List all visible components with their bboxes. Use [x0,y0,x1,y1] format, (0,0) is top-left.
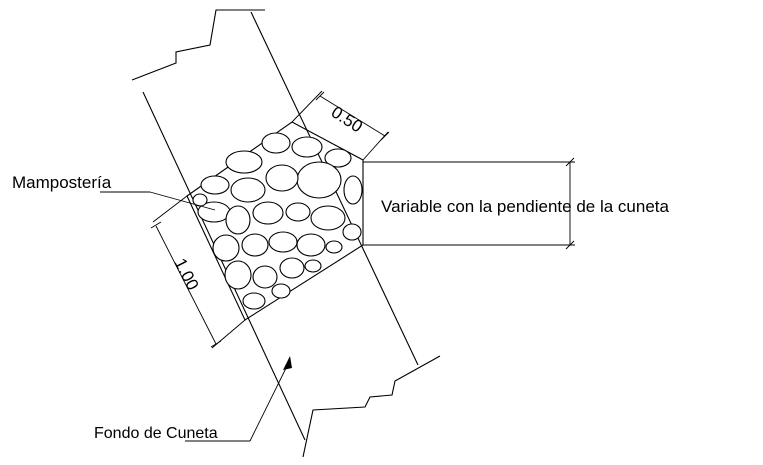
stone [225,205,251,235]
variable-tick-top [565,157,575,167]
stone [279,257,305,279]
ditch-bottom-label: Fondo de Cuneta [94,425,218,442]
dimension-width-tick [315,91,325,101]
stone [224,260,252,290]
stone [241,233,269,257]
stone [230,177,266,203]
stone [343,175,363,205]
top-break-line [131,9,265,81]
stone [285,202,311,222]
stone [310,205,346,231]
dimension-depth-label: 1.00 [170,255,202,293]
stone [296,161,342,199]
bottom-break-line [302,355,441,458]
stone [268,231,298,253]
stone [252,265,278,289]
stone [325,240,343,254]
dimension-depth-tick [210,340,222,348]
dimension-width-tick [380,131,390,141]
masonry-stones [192,132,363,310]
dimension-width-ext-left [291,90,323,123]
dimension-depth-line [155,225,217,345]
masonry-callout: Mampostería [12,173,216,211]
stone [342,223,362,241]
stone [296,233,326,257]
stone [225,150,263,174]
stone [291,136,323,158]
variable-slope-label: Variable con la pendiente de la cuneta [381,197,669,216]
variable-tick-bottom [565,240,575,250]
stone [212,234,240,262]
ditch-bottom-arrowhead [283,356,292,370]
left-section-line [142,91,306,441]
stone [261,132,291,154]
stone [242,292,266,310]
masonry-label: Mampostería [12,173,112,192]
ditch-bottom-leader-line [249,359,291,442]
dimension-width-label: 0.50 [328,102,366,136]
dimension-depth-tick [150,221,162,229]
stone [324,148,352,168]
stone [265,164,299,192]
dimension-depth-ext-top [152,195,188,223]
masonry-leader-line [149,191,216,211]
variable-slope-dimension: Variable con la pendiente de la cuneta [363,157,669,250]
stone [252,201,284,225]
stone [304,259,322,273]
dimension-width-line [319,95,386,137]
stone [271,283,291,299]
ditch-bottom-callout: Fondo de Cuneta [94,356,292,442]
stone [200,175,230,195]
